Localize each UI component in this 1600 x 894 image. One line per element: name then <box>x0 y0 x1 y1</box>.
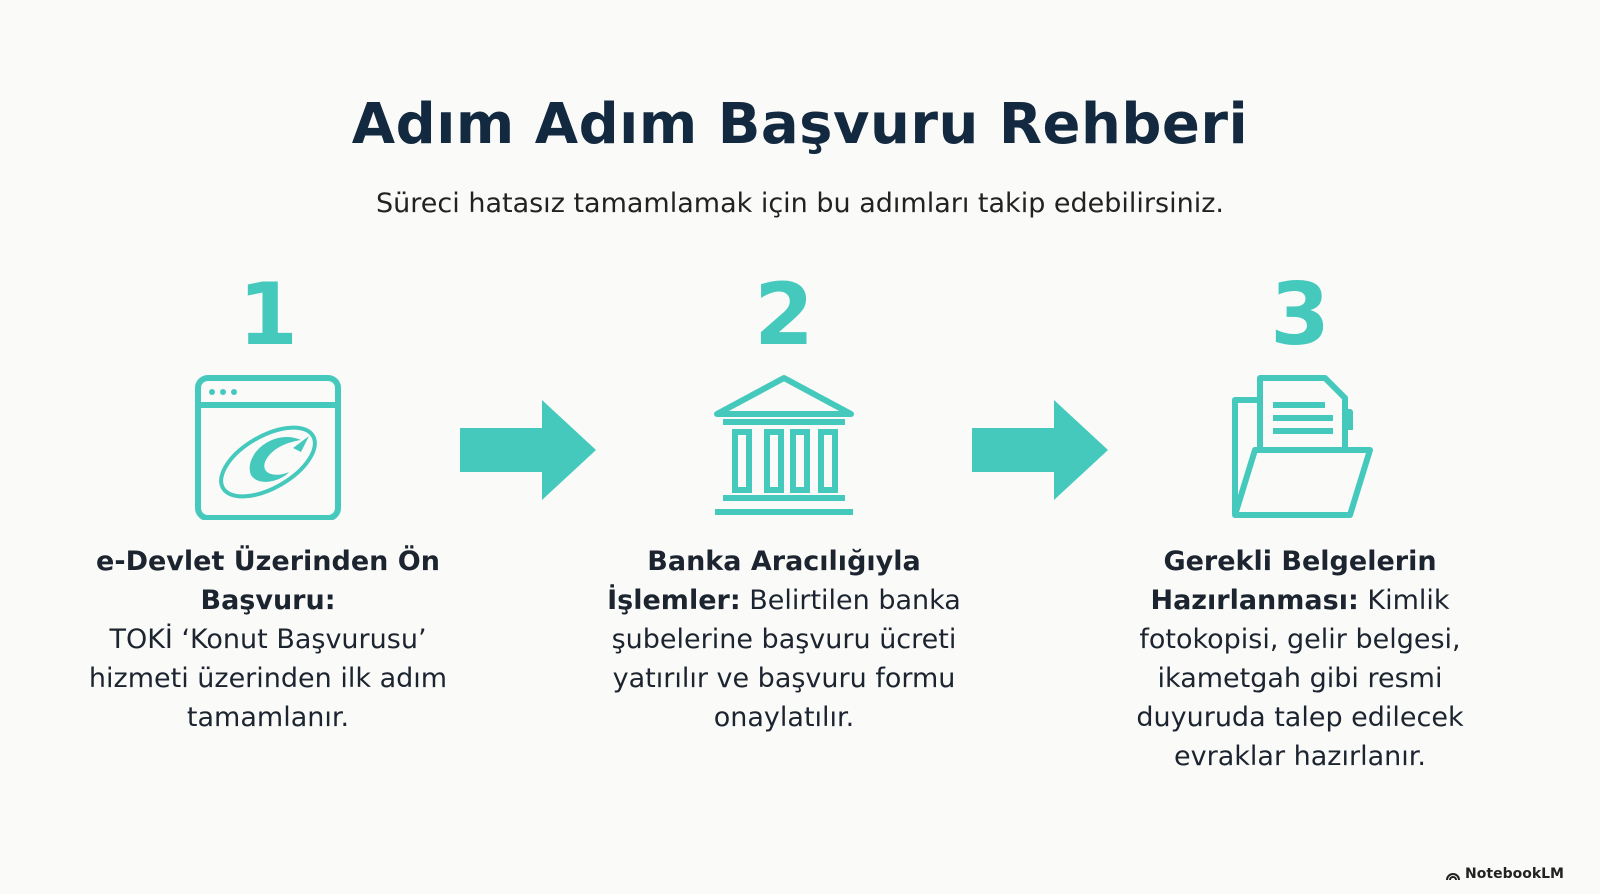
page-title: Adım Adım Başvuru Rehberi <box>351 92 1249 157</box>
step-3: 3 Gerekli Belgelerin Hazırlanması: Kimli… <box>1110 270 1490 776</box>
step-1: 1 e-Devlet Üzerinden Ön Başvuru:TOKİ ‘Ko… <box>78 270 458 737</box>
step-description: e-Devlet Üzerinden Ön Başvuru:TOKİ ‘Konu… <box>88 546 448 733</box>
browser-edevlet-icon <box>193 370 343 521</box>
step-description: Banka Aracılığıyla İşlemler: Belirtilen … <box>607 546 961 733</box>
brand-logo: NotebookLM <box>1445 866 1564 882</box>
folder-document-icon <box>1225 370 1375 520</box>
step-number: 2 <box>754 265 814 365</box>
arrow-right-icon <box>460 400 596 500</box>
step-description: Gerekli Belgelerin Hazırlanması: Kimlik … <box>1136 546 1464 772</box>
bank-icon <box>709 370 859 520</box>
step-number: 1 <box>238 265 298 365</box>
brand-name: NotebookLM <box>1465 866 1564 882</box>
notebooklm-logo-icon <box>1446 873 1461 880</box>
arrow-right-icon <box>972 400 1108 500</box>
page-subtitle: Süreci hatasız tamamlamak için bu adımla… <box>376 188 1224 219</box>
step-2: 2 Banka Aracılığıyla İşlemler: Belirtile… <box>594 270 974 737</box>
step-number: 3 <box>1270 265 1330 365</box>
